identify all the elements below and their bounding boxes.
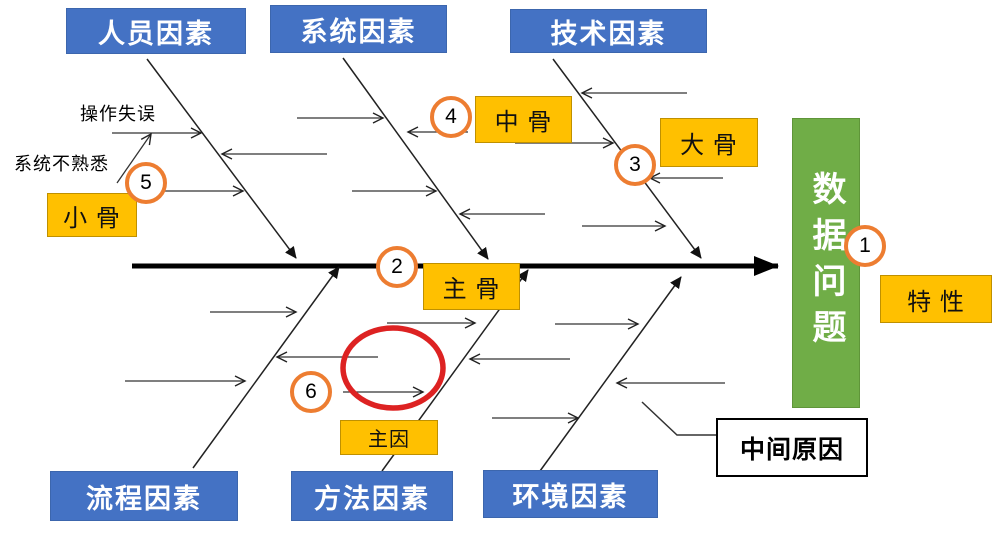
fish-head-label: 数据问题 bbox=[807, 171, 845, 355]
tag-small-bone: 小 骨 bbox=[47, 193, 137, 237]
tag-big-bone: 大 骨 bbox=[660, 118, 758, 167]
cause-note-operation-error: 操作失误 bbox=[80, 104, 156, 124]
sub-bone-arrows bbox=[112, 87, 725, 424]
category-tech: 技术因素 bbox=[510, 9, 707, 53]
bone-people bbox=[146, 58, 297, 259]
category-people: 人员因素 bbox=[66, 8, 246, 54]
red-highlight-ellipse bbox=[340, 325, 446, 411]
step-marker-2: 2 bbox=[376, 246, 418, 288]
category-environment: 环境因素 bbox=[483, 470, 658, 518]
category-process: 流程因素 bbox=[50, 471, 238, 521]
fish-head-problem-box: 数据问题 bbox=[792, 118, 860, 408]
step-marker-6: 6 bbox=[290, 371, 332, 413]
sub-arrow-diagonal bbox=[116, 132, 152, 184]
category-method: 方法因素 bbox=[291, 471, 453, 521]
step-marker-3: 3 bbox=[614, 144, 656, 186]
tag-characteristic: 特 性 bbox=[880, 275, 992, 323]
bone-system bbox=[342, 57, 489, 260]
step-marker-1: 1 bbox=[844, 225, 886, 267]
intermediate-cause-box: 中间原因 bbox=[716, 418, 868, 477]
tag-middle-bone: 中 骨 bbox=[475, 96, 572, 143]
tag-main-cause: 主因 bbox=[340, 420, 438, 455]
intermediate-cause-connector bbox=[641, 401, 716, 436]
category-system: 系统因素 bbox=[270, 5, 447, 53]
tag-main-bone: 主 骨 bbox=[423, 263, 520, 310]
step-marker-5: 5 bbox=[125, 162, 167, 204]
bone-environment bbox=[539, 276, 682, 472]
bone-process bbox=[192, 266, 340, 469]
cause-note-system-unfamiliar: 系统不熟悉 bbox=[14, 154, 109, 174]
step-marker-4: 4 bbox=[430, 96, 472, 138]
